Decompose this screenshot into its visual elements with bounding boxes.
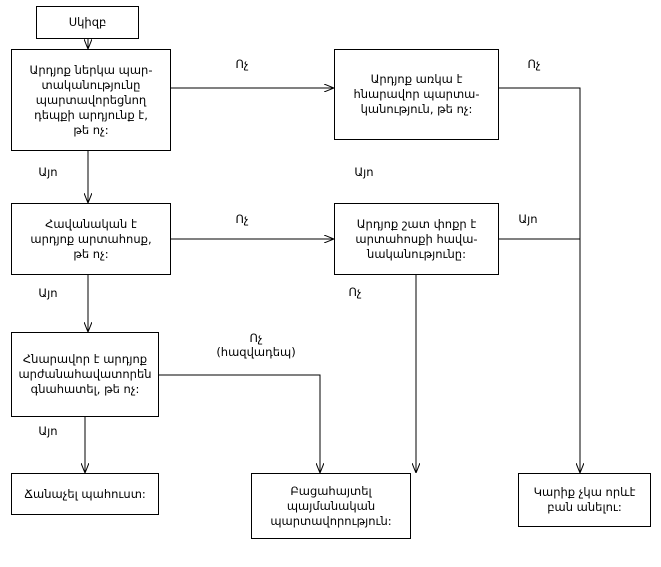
node-decision-reliable-estimate[interactable]: Հնարավոր է արդյոք արժանահավատորեն գնահատ… <box>11 332 159 417</box>
edge-label-d2-yes: Այո <box>354 165 374 179</box>
node-start[interactable]: Սկիզբ <box>36 6 139 39</box>
connector-d5-to-r2 <box>159 374 320 472</box>
node-decision-outflow-remote[interactable]: Արդյոք շատ փոքր է արտահոսքի հավա- նականո… <box>334 203 499 275</box>
edge-label-d2-no: Ոչ <box>527 57 541 71</box>
node-decision-outflow-probable[interactable]: Հավանական է արդյոք արտահոսք, թե ոչ: <box>11 203 171 275</box>
node-result-do-nothing[interactable]: Կարիք չկա որևէ բան անելու: <box>518 473 651 527</box>
edge-label-d5-yes: Այո <box>38 424 58 438</box>
connector-d2-to-right-rail <box>499 87 580 472</box>
edge-label-d4-yes: Այո <box>518 212 538 226</box>
edge-label-d5-no-rare: Ոչ (հազվադեպ) <box>216 331 296 359</box>
edge-label-d1-yes: Այո <box>38 165 58 179</box>
node-decision-present-obligation[interactable]: Արդյոք ներկա պար- տականությունը պարտավոր… <box>11 49 171 151</box>
edge-label-d1-no: Ոչ <box>235 57 249 71</box>
node-result-disclose-contingent-liability[interactable]: Բացահայտել պայմանական պարտավորություն: <box>251 473 411 539</box>
edge-label-d4-no: Ոչ <box>348 285 362 299</box>
node-decision-possible-obligation[interactable]: Արդյոք առկա է հնարավոր պարտա- կանություն… <box>334 49 499 140</box>
edge-label-d3-yes: Այո <box>38 286 58 300</box>
node-result-recognize-provision[interactable]: Ճանաչել պահուստ: <box>11 473 159 515</box>
edge-label-d3-no: Ոչ <box>235 212 249 226</box>
